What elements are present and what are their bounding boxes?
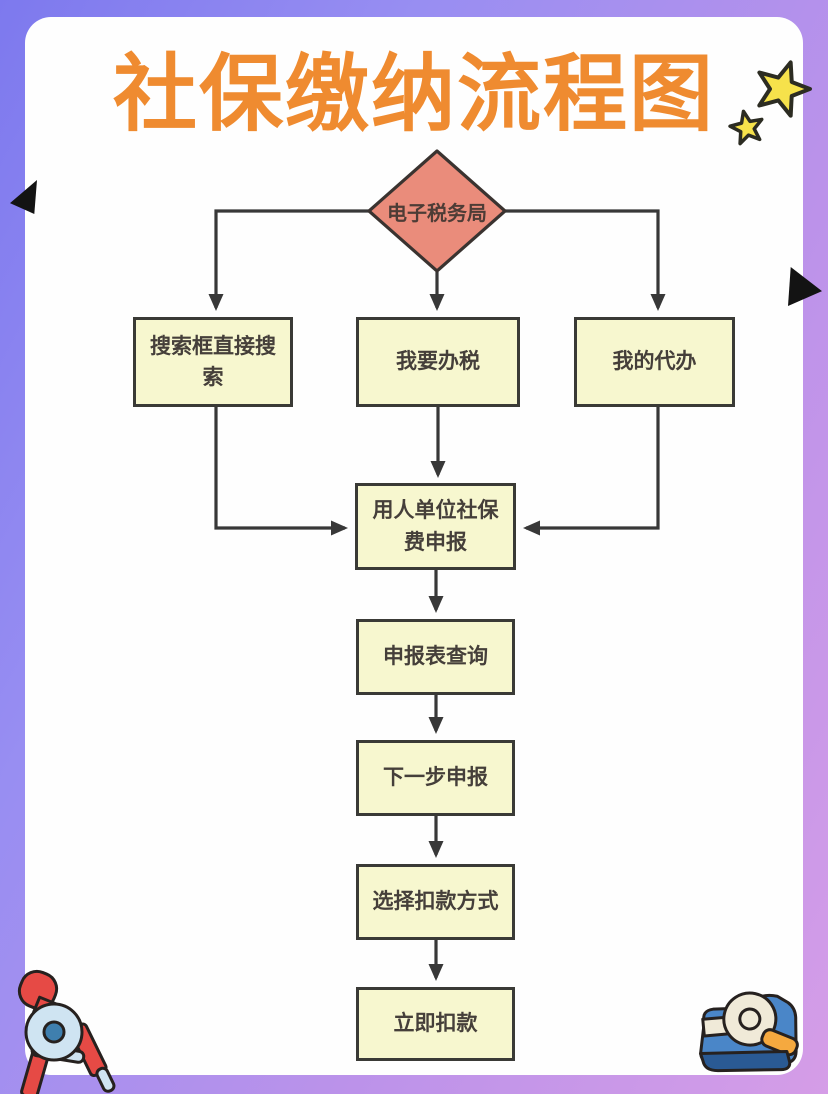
flow-node-deduct-now: 立即扣款 [356, 987, 515, 1061]
flow-node-label: 下一步申报 [383, 766, 488, 790]
flow-node-label: 选择扣款方式 [372, 890, 499, 914]
flow-node-employer-declare: 用人单位社保费申报 [355, 483, 516, 570]
flow-node-label: 我的代办 [612, 350, 697, 374]
flow-node-form-query: 申报表查询 [356, 619, 515, 695]
flow-node-i-want-tax: 我要办税 [356, 317, 520, 407]
right-triangle-icon [788, 267, 822, 306]
flow-node-label: 用人单位社保费申报 [372, 499, 499, 554]
flow-node-root: 电子税务局 [366, 148, 508, 274]
flow-node-label: 我要办税 [396, 350, 480, 374]
page-title: 社保缴纳流程图 [112, 47, 715, 141]
compass-icon [17, 969, 116, 1094]
flow-node-label: 立即扣款 [393, 1012, 478, 1036]
tape-dispenser-icon [699, 991, 799, 1073]
flow-node-search-box: 搜索框直接搜索 [133, 317, 293, 407]
stars-icon [728, 60, 812, 146]
flow-node-my-agency: 我的代办 [574, 317, 735, 407]
flow-node-label: 申报表查询 [383, 645, 488, 669]
flow-node-label: 搜索框直接搜索 [150, 334, 276, 390]
flow-node-next-declare: 下一步申报 [356, 740, 515, 816]
left-triangle-icon [10, 180, 37, 214]
flow-node-root-label: 电子税务局 [387, 202, 487, 225]
flow-node-choose-deduction: 选择扣款方式 [356, 864, 515, 940]
diamond-shape-icon [367, 149, 507, 273]
